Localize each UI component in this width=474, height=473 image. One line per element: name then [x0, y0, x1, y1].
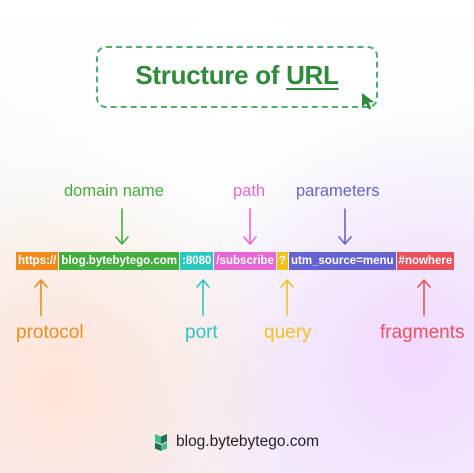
url-fragment: #nowhere [396, 252, 455, 270]
arrow-path [243, 208, 257, 245]
footer-link[interactable]: blog.bytebytego.com [176, 433, 320, 450]
url-domain: blog.bytebytego.com [59, 252, 179, 270]
title-highlight: URL [286, 60, 339, 90]
url-parameters: utm_source=menu [288, 252, 396, 270]
label-path: path [233, 182, 266, 200]
title-box: Structure of URL [96, 46, 378, 108]
bytebytego-logo-icon [155, 434, 167, 451]
url-protocol: https:// [16, 252, 59, 270]
label-port: port [185, 322, 218, 343]
url-query: ? [276, 252, 288, 270]
arrow-protocol [34, 279, 48, 316]
title-text: Structure of [135, 60, 287, 90]
label-domain-name: domain name [64, 182, 164, 200]
url-port: :8080 [179, 252, 214, 270]
label-query: query [264, 322, 312, 343]
arrow-domain-name [115, 208, 129, 245]
arrow-query [280, 279, 294, 316]
url-bar: https:// blog.bytebytego.com :8080 /subs… [16, 252, 455, 270]
label-protocol: protocol [16, 322, 84, 343]
arrow-port [196, 279, 210, 316]
url-path: /subscribe [214, 252, 276, 270]
page-title: Structure of URL [98, 60, 376, 91]
arrow-parameters [338, 208, 352, 245]
arrow-fragments [417, 279, 431, 316]
label-parameters: parameters [296, 182, 380, 200]
label-fragments: fragments [380, 322, 465, 343]
cursor-icon [362, 93, 374, 110]
footer: blog.bytebytego.com [152, 432, 319, 452]
